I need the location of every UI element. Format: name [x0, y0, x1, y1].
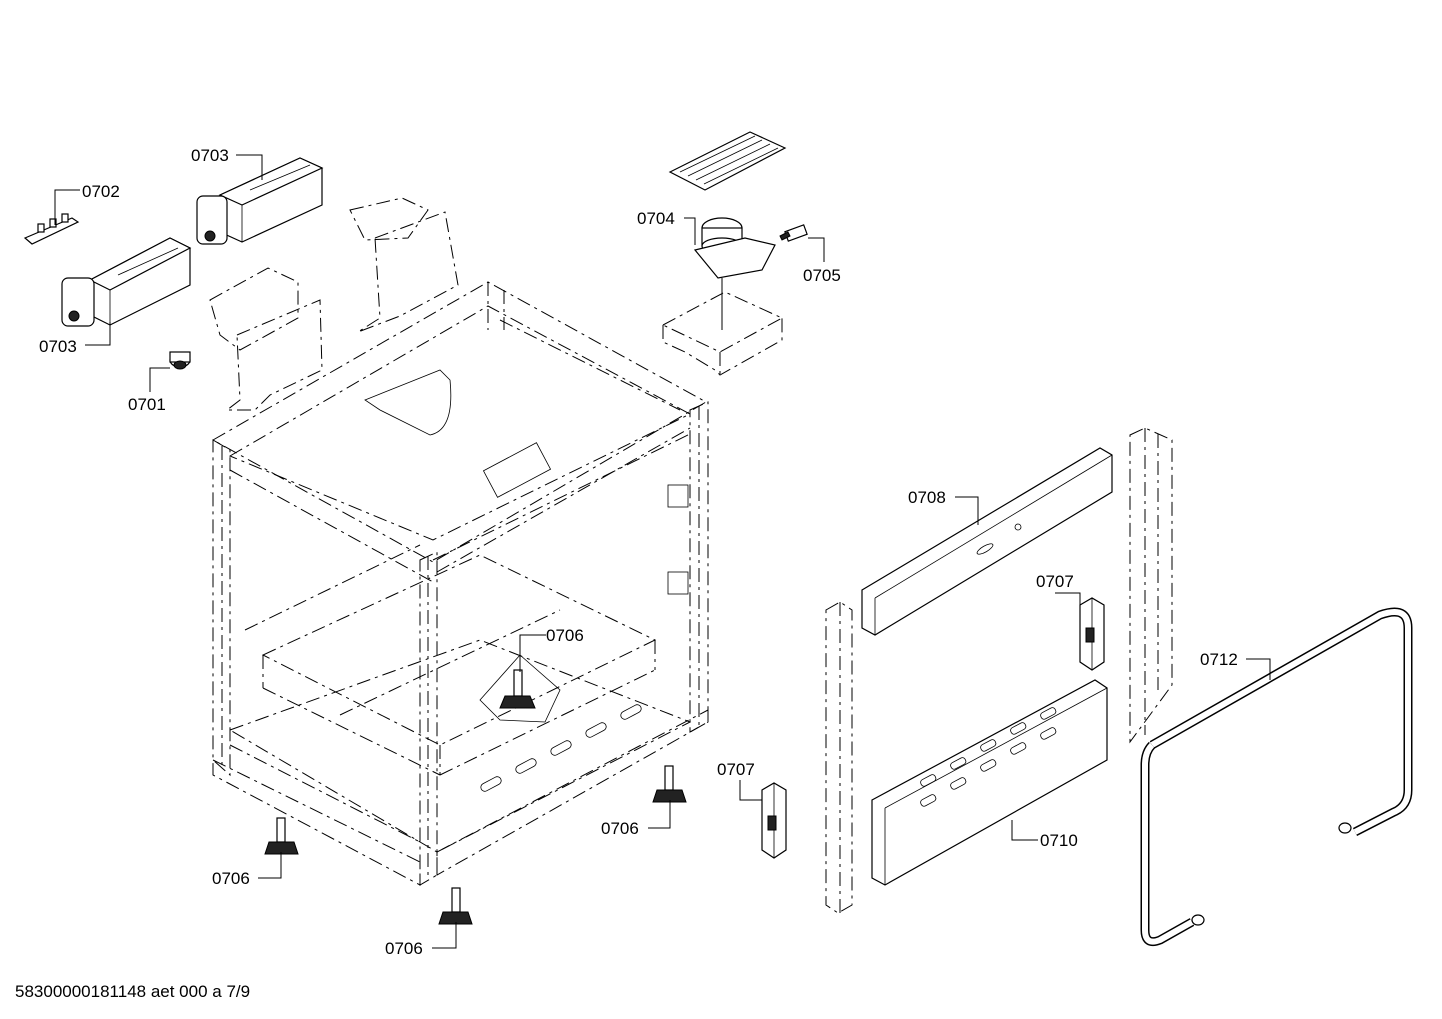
document-id: 58300000181148 aet 000 a 7/9 [15, 982, 250, 1001]
duct-box [661, 291, 784, 376]
heater-bracket-right [349, 197, 459, 333]
callout-0703-lower: 0703 [39, 337, 77, 356]
part-0706-foot-center [479, 654, 561, 723]
part-0712-handle [1140, 607, 1413, 947]
part-0710-kick-panel [871, 679, 1108, 886]
cabinet-frame [211, 281, 709, 886]
side-strip-right [1129, 427, 1173, 744]
callout-0705: 0705 [803, 266, 841, 285]
side-strip-left [825, 601, 853, 914]
callout-0706-center: 0706 [546, 626, 584, 645]
callout-0701: 0701 [128, 395, 166, 414]
callout-0707-upper: 0707 [1036, 572, 1074, 591]
leader-lines [54, 154, 1271, 949]
part-0701-bushing [169, 351, 191, 370]
callout-0702: 0702 [82, 182, 120, 201]
callout-0706-left: 0706 [212, 869, 250, 888]
part-0702-connector [23, 213, 80, 245]
callout-0710: 0710 [1040, 831, 1078, 850]
callout-0706-right: 0706 [601, 819, 639, 838]
part-0703-motor-lower [61, 237, 192, 327]
part-0706-foot-bottom [438, 887, 473, 925]
callout-0707-lower: 0707 [717, 760, 755, 779]
part-0705-socket [779, 224, 808, 242]
heater-bracket-left [209, 267, 323, 411]
callout-0708: 0708 [908, 488, 946, 507]
part-0706-foot-right [652, 765, 687, 803]
callout-0704: 0704 [637, 209, 675, 228]
part-0708-top-rail [861, 447, 1113, 636]
callout-0706-bottom: 0706 [385, 939, 423, 958]
callout-0712: 0712 [1200, 650, 1238, 669]
part-0707-hinge-lower [761, 782, 787, 859]
callout-labels: 0703 0702 0703 0701 0704 0705 0708 0707 … [39, 146, 1238, 958]
vent-cover [668, 131, 787, 191]
part-0704-switch [693, 217, 776, 330]
part-0706-foot-left [264, 817, 299, 855]
part-0703-motor-upper [196, 157, 324, 245]
callout-0703-upper: 0703 [191, 146, 229, 165]
part-0707-hinge-upper [1079, 597, 1105, 671]
